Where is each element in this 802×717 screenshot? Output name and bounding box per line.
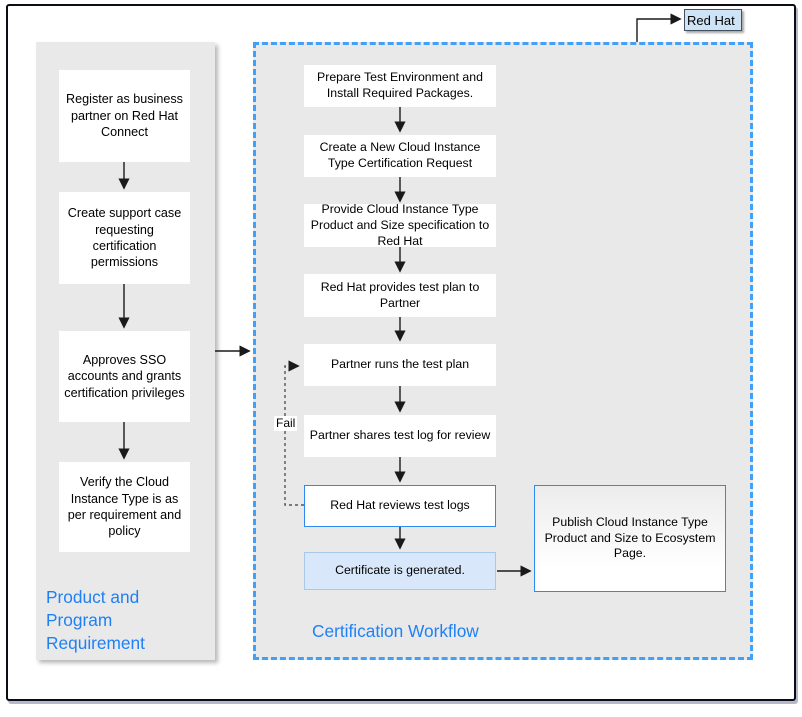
left-step-register-partner: Register as business partner on Red Hat … xyxy=(59,70,190,162)
product-program-panel-title: Product and Program Requirement xyxy=(46,587,145,653)
publish-ecosystem-page-node: Publish Cloud Instance Type Product and … xyxy=(534,485,726,592)
left-step-create-support-case: Create support case requesting certifica… xyxy=(59,192,190,284)
wf-step-create-cert-request: Create a New Cloud Instance Type Certifi… xyxy=(304,135,496,177)
wf-step-redhat-reviews-logs: Red Hat reviews test logs xyxy=(304,485,496,527)
red-hat-node: Red Hat xyxy=(684,9,742,31)
wf-step-partner-runs-test-plan: Partner runs the test plan xyxy=(304,344,496,386)
wf-step-partner-shares-test-log: Partner shares test log for review xyxy=(304,415,496,457)
fail-label: Fail xyxy=(274,416,298,431)
wf-step-provide-product-size: Provide Cloud Instance Type Product and … xyxy=(304,202,496,248)
left-step-approve-sso: Approves SSO accounts and grants certifi… xyxy=(59,331,190,422)
left-step-verify-instance-type: Verify the Cloud Instance Type is as per… xyxy=(59,462,190,552)
red-hat-node-label: Red Hat xyxy=(687,12,735,28)
outer-frame xyxy=(6,4,796,701)
arrow-workflow-to-redhat xyxy=(636,13,682,42)
certification-workflow-title: Certification Workflow xyxy=(312,621,479,641)
arrow-fail-loop xyxy=(284,360,304,506)
wf-step-certificate-generated: Certificate is generated. xyxy=(304,552,496,590)
wf-step-prepare-environment: Prepare Test Environment and Install Req… xyxy=(304,65,496,107)
wf-step-redhat-provides-test-plan: Red Hat provides test plan to Partner xyxy=(304,274,496,317)
